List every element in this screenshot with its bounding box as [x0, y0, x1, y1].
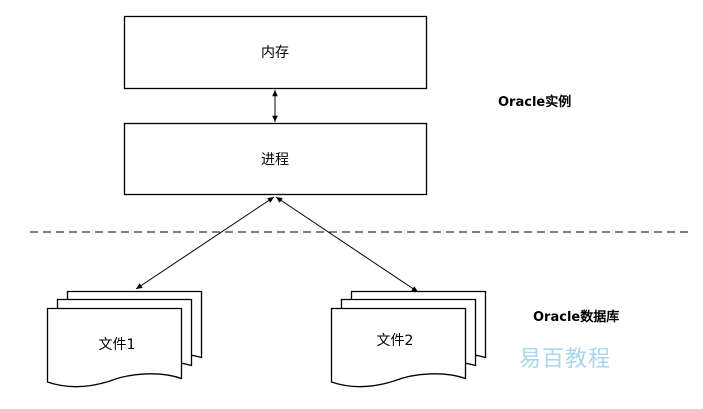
process-box — [123, 122, 428, 196]
memory-node: 内存 — [123, 15, 428, 90]
watermark-logo: 易百教程 — [519, 347, 611, 372]
file2-label: 文件2 — [377, 333, 414, 349]
instance-label: Oracle实例 — [498, 94, 571, 110]
file1-page-front — [46, 307, 183, 388]
process-node: 进程 — [123, 122, 428, 196]
memory-box — [123, 15, 428, 90]
file2-page-front — [330, 307, 467, 388]
process-file2-connector — [275, 196, 419, 293]
memory-label: 内存 — [261, 45, 289, 61]
file2-stack: 文件2 — [330, 290, 487, 388]
file1-stack: 文件1 — [46, 290, 203, 388]
database-label: Oracle数据库 — [533, 309, 619, 325]
process-file1-connector — [135, 196, 275, 290]
process-label: 进程 — [261, 152, 289, 168]
file1-label: 文件1 — [99, 337, 136, 353]
